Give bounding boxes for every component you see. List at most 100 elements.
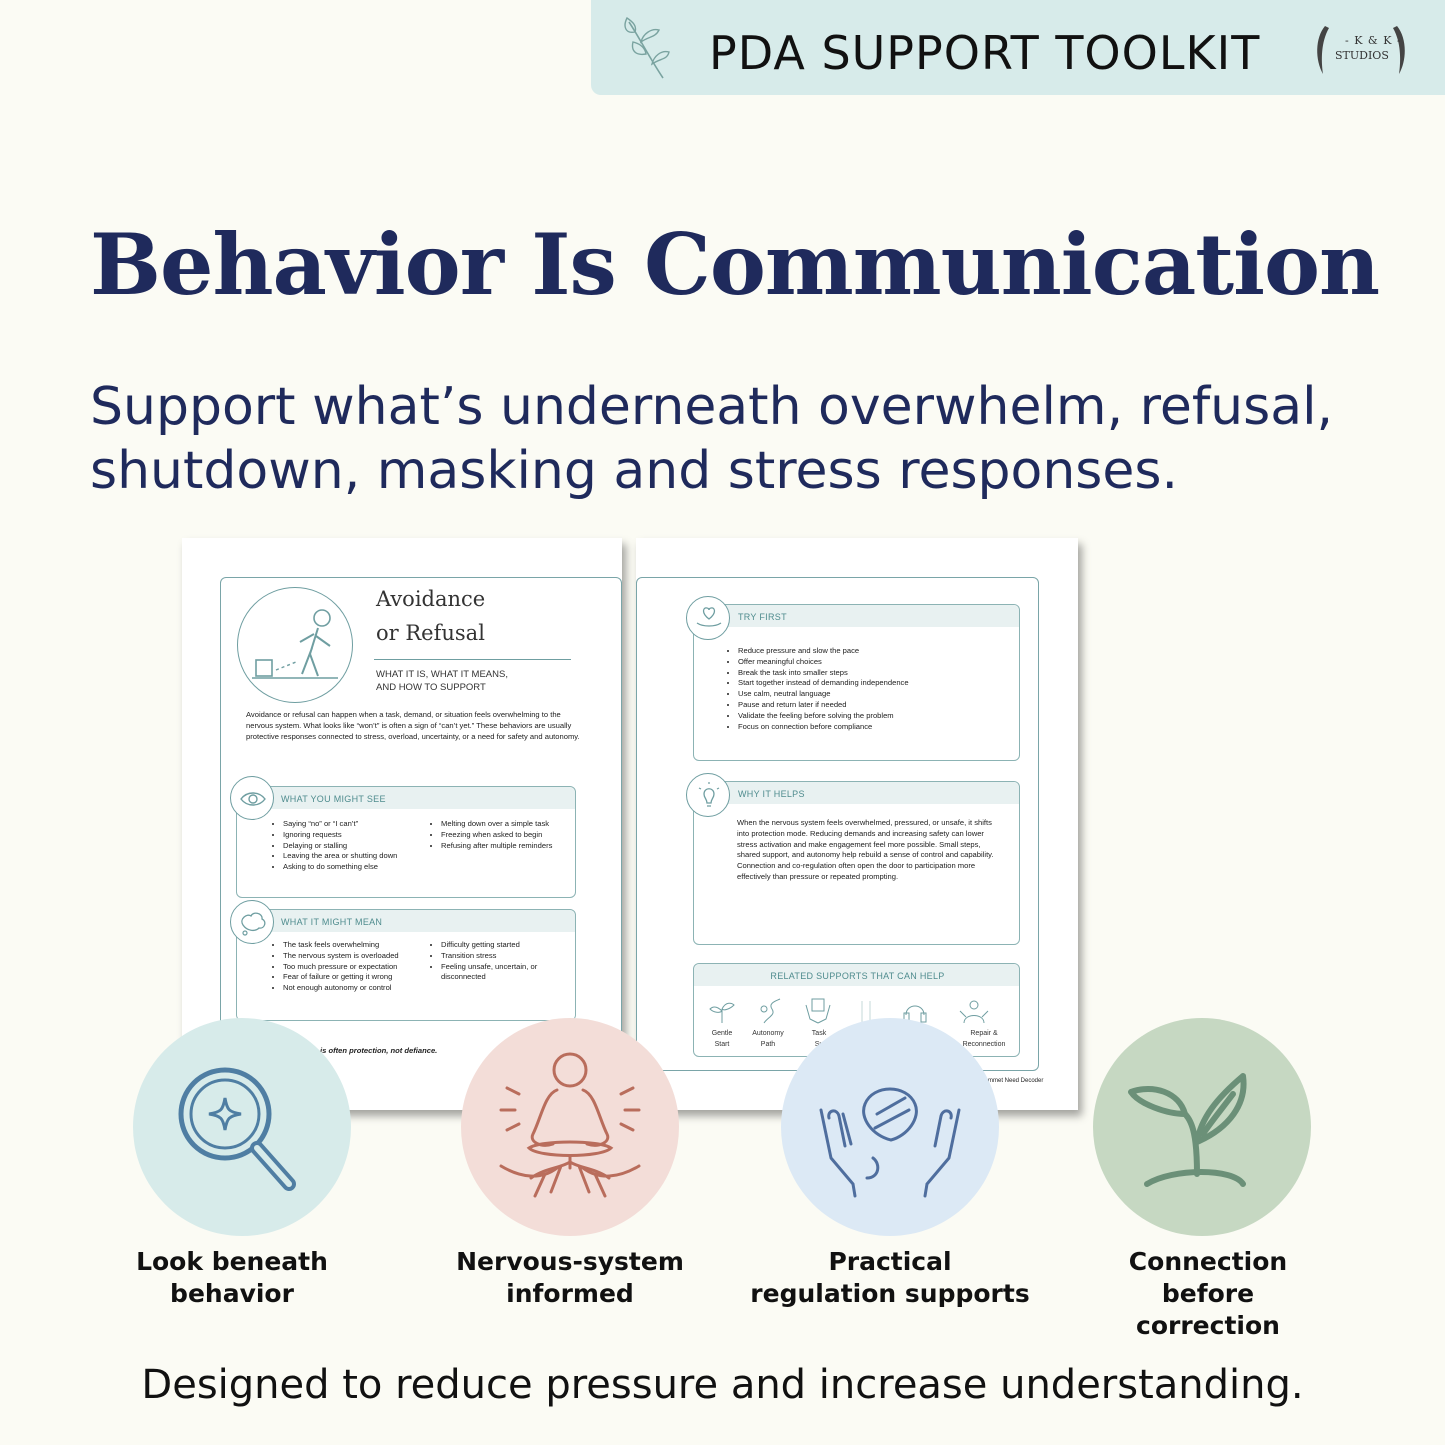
page-subtitle: Support what’s underneath overwhelm, ref…	[90, 377, 1334, 501]
see-list-2: Melting down over a simple task Freezing…	[431, 819, 571, 851]
doc-subtitle-line2: AND HOW TO SUPPORT	[376, 682, 486, 693]
page-frame	[220, 577, 622, 1110]
document-page-left: Avoidance or Refusal WHAT IT IS, WHAT IT…	[182, 538, 622, 1110]
feature-label-line: informed	[506, 1279, 634, 1308]
path-icon	[760, 998, 781, 1024]
logo-text-top: - K & K -	[1345, 34, 1402, 47]
list-item: Focus on connection before compliance	[738, 722, 1013, 733]
list-item: Freezing when asked to begin	[441, 830, 571, 841]
list-item: Leaving the area or shutting down	[283, 851, 423, 862]
mean-list-2: Difficulty getting started Transition st…	[431, 940, 561, 983]
page-title: Behavior Is Communication	[90, 215, 1380, 314]
list-item: Validate the feeling before solving the …	[738, 711, 1013, 722]
what-it-might-mean-box: WHAT IT MIGHT MEAN The task feels overwh…	[236, 909, 576, 1021]
list-item: Refusing after multiple reminders	[441, 841, 571, 852]
box-title: WHY IT HELPS	[738, 789, 805, 799]
magnifier-sparkle-icon	[178, 1067, 296, 1191]
box-header	[694, 605, 1019, 627]
leaf-sprig-icon	[624, 16, 670, 79]
feature-label-line: before	[1161, 1279, 1255, 1308]
feature-circle-regulation	[781, 1018, 999, 1236]
seedling-icon	[709, 1002, 735, 1023]
support-label: Repair &	[970, 1030, 998, 1037]
box-title: WHAT YOU MIGHT SEE	[281, 794, 386, 804]
list-item: Too much pressure or expectation	[283, 962, 413, 973]
feature-label-regulation: Practical regulation supports	[730, 1246, 1050, 1310]
support-label: Gentle	[711, 1030, 733, 1037]
feature-label-nervous-system: Nervous-system informed	[420, 1246, 720, 1310]
list-item: Delaying or stalling	[283, 841, 423, 852]
feature-label-connection: Connection before correction	[1058, 1246, 1358, 1342]
brand-logo: - K & K - STUDIOS	[1311, 22, 1411, 78]
box-title: RELATED SUPPORTS THAT CAN HELP	[770, 971, 945, 981]
list-item: Pause and return later if needed	[738, 700, 1013, 711]
doc-subtitle-line1: WHAT IT IS, WHAT IT MEANS,	[376, 669, 508, 680]
doc-subtitle: WHAT IT IS, WHAT IT MEANS, AND HOW TO SU…	[376, 668, 508, 694]
list-item: Difficulty getting started	[441, 940, 561, 951]
feature-circle-connection	[1093, 1018, 1311, 1236]
list-item: Feeling unsafe, uncertain, or disconnect…	[441, 962, 561, 984]
feature-label-look-beneath: Look beneath behavior	[82, 1246, 382, 1310]
support-label: Path	[760, 1041, 776, 1048]
list-item: Reduce pressure and slow the pace	[738, 646, 1013, 657]
feature-label-line: Practical	[828, 1247, 952, 1276]
lightbulb-icon	[686, 773, 730, 817]
feature-label-line: Nervous-system	[456, 1247, 684, 1276]
meditation-roots-icon	[499, 1052, 641, 1198]
thought-bubble-icon	[230, 900, 274, 944]
headphones-icon	[903, 1005, 927, 1023]
doc-title-line1: Avoidance	[376, 587, 486, 611]
document-page-right: TRY FIRST Reduce pressure and slow the p…	[636, 538, 1078, 1110]
list-item: Melting down over a simple task	[441, 819, 571, 830]
support-repair-reconnection: Repair & Reconnection	[954, 1028, 1014, 1050]
see-list-1: Saying “no” or “I can’t” Ignoring reques…	[273, 819, 423, 873]
mean-list-1: The task feels overwhelming The nervous …	[273, 940, 413, 994]
list-item: Saying “no” or “I can’t”	[283, 819, 423, 830]
feature-label-line: behavior	[170, 1279, 294, 1308]
list-item: The nervous system is overloaded	[283, 951, 413, 962]
doc-title-line2: or Refusal	[376, 621, 485, 645]
page-footer-note: is often protection, not defiance.	[320, 1046, 438, 1055]
page-footer: mmet Need Decoder	[988, 1078, 1044, 1084]
hug-icon	[959, 1000, 989, 1024]
support-label: Reconnection	[962, 1041, 1006, 1048]
box-header	[694, 782, 1019, 804]
avoidance-illustration	[237, 587, 353, 703]
try-first-list: Reduce pressure and slow the pace Offer …	[728, 646, 1013, 732]
heart-hand-icon	[686, 596, 730, 640]
support-label: Start	[714, 1041, 730, 1048]
feature-label-line: correction	[1136, 1311, 1280, 1340]
eye-icon	[230, 776, 274, 820]
logo-text-bottom: STUDIOS	[1335, 49, 1389, 62]
walking-away-icon	[252, 609, 338, 679]
feature-label-line: Look beneath	[136, 1247, 328, 1276]
list-item: Fear of failure or getting it wrong	[283, 972, 413, 983]
what-you-might-see-box: WHAT YOU MIGHT SEE Saying “no” or “I can…	[236, 786, 576, 898]
box-title: TRY FIRST	[738, 612, 787, 622]
support-hands-icon	[819, 1087, 961, 1198]
list-item: Asking to do something else	[283, 862, 423, 873]
list-item: Not enough autonomy or control	[283, 983, 413, 994]
intro-paragraph: Avoidance or refusal can happen when a t…	[246, 710, 580, 741]
hands-box-icon	[805, 998, 831, 1024]
try-first-box: TRY FIRST Reduce pressure and slow the p…	[693, 604, 1020, 761]
feature-label-line: Connection	[1128, 1247, 1288, 1276]
banner-title: PDA SUPPORT TOOLKIT	[709, 26, 1261, 80]
list-item: Offer meaningful choices	[738, 657, 1013, 668]
feature-circle-look-beneath	[133, 1018, 351, 1236]
feather-frame-icon	[1317, 26, 1405, 74]
title-divider	[374, 659, 571, 660]
doc-title: Avoidance or Refusal	[376, 582, 485, 650]
list-item: Start together instead of demanding inde…	[738, 678, 1013, 689]
why-it-helps-text: When the nervous system feels overwhelme…	[737, 818, 994, 881]
box-header	[237, 787, 575, 809]
feature-label-line: regulation supports	[750, 1279, 1030, 1308]
list-item: The task feels overwhelming	[283, 940, 413, 951]
support-label: Task	[811, 1030, 827, 1037]
list-item: Ignoring requests	[283, 830, 423, 841]
footer-tagline: Designed to reduce pressure and increase…	[141, 1362, 1304, 1408]
box-header	[237, 910, 575, 932]
list-item: Use calm, neutral language	[738, 689, 1013, 700]
